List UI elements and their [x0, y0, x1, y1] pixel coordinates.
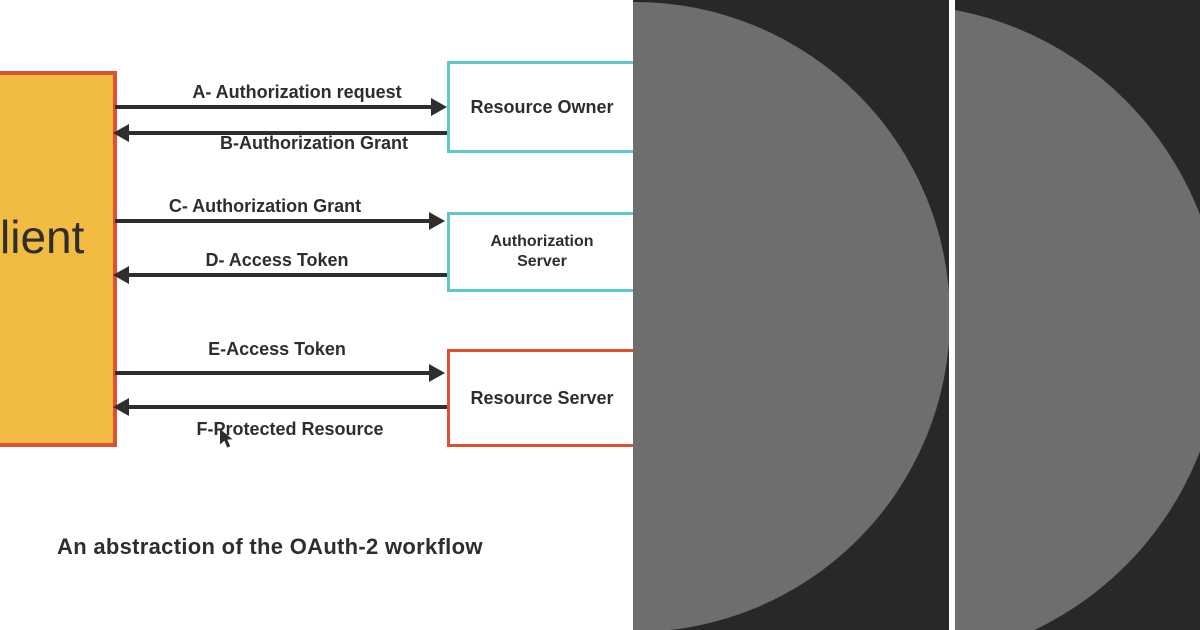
client-box — [0, 71, 117, 447]
arrow-c-head-icon — [429, 212, 445, 230]
arrow-label-d: D- Access Token — [205, 250, 349, 270]
arrow-f-line — [129, 405, 449, 409]
arrow-b-line — [129, 131, 447, 135]
resource-owner-box: Resource Owner — [447, 61, 637, 153]
dark-panel-right — [955, 0, 1200, 630]
dark-panel-left — [633, 0, 949, 630]
authorization-server-box: Authorization Server — [447, 212, 637, 292]
resource-owner-label: Resource Owner — [470, 96, 614, 117]
resource-server-box: Resource Server — [447, 349, 637, 447]
arrow-e-head-icon — [429, 364, 445, 382]
gray-circle-left — [633, 2, 949, 630]
arrow-label-e: E-Access Token — [208, 339, 346, 359]
arrow-label-b: B-Authorization Grant — [220, 133, 408, 153]
arrow-label-c: C- Authorization Grant — [168, 196, 362, 216]
client-box-label: lient — [0, 211, 85, 263]
arrow-label-a: A- Authorization request — [192, 82, 402, 102]
arrow-d-line — [129, 273, 447, 277]
arrow-b-head-icon — [113, 124, 129, 142]
arrow-d-head-icon — [113, 266, 129, 284]
arrow-a-line — [115, 105, 433, 109]
authorization-server-label: Authorization Server — [490, 232, 593, 272]
diagram-caption: An abstraction of the OAuth-2 workflow — [57, 534, 483, 559]
arrow-label-f: F-Protected Resource — [196, 419, 384, 439]
mouse-cursor-icon — [220, 429, 233, 448]
arrow-a-head-icon — [431, 98, 447, 116]
arrow-f-head-icon — [113, 398, 129, 416]
authorization-server-line1: Authorization — [490, 233, 594, 250]
gray-circle-right — [955, 4, 1200, 630]
resource-server-label: Resource Server — [470, 387, 614, 408]
arrow-c-line — [115, 219, 431, 223]
authorization-server-line2: Server — [517, 253, 567, 270]
arrow-e-line — [115, 371, 429, 375]
